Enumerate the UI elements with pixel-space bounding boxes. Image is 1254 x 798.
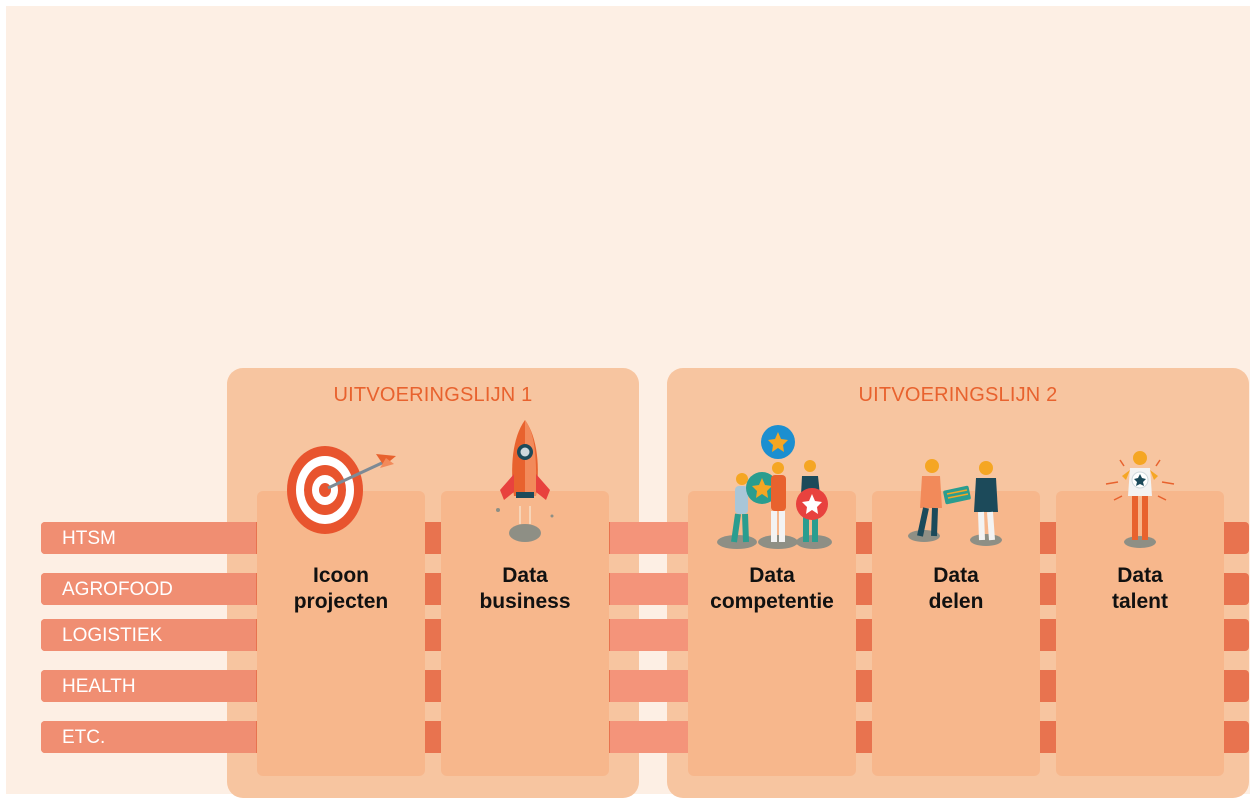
sector-band-gap (610, 619, 689, 651)
card-data-delen: Data delen (872, 491, 1040, 776)
sector-band-label-area (41, 619, 256, 651)
group-title: UITVOERINGSLIJN 1 (333, 384, 533, 406)
card-title-line-1: Data (933, 564, 979, 587)
sector-band-gap (610, 573, 689, 605)
people-stars-icon (717, 425, 832, 549)
card-title-line-2: talent (1111, 590, 1168, 613)
card-title: Data delen (872, 563, 1040, 615)
sector-band-label-area (41, 573, 256, 605)
sector-band-label-area (41, 670, 256, 702)
card-title: Data talent (1056, 563, 1224, 615)
sector-band-label-area (41, 522, 256, 554)
sector-label-etc: ETC. (62, 727, 106, 748)
card-title: Data business (441, 563, 609, 615)
sector-label-logistiek: LOGISTIEK (62, 625, 163, 646)
sector-label-htsm: HTSM (62, 528, 116, 549)
card-title: Icoon projecten (257, 563, 425, 615)
sector-band-gap (610, 522, 689, 554)
group-title: UITVOERINGSLIJN 2 (858, 384, 1058, 406)
card-title-line-1: Data (749, 564, 795, 587)
card-title: Data competentie (688, 563, 856, 615)
card-title-line-2: competentie (710, 590, 834, 613)
handshake-data-icon (908, 459, 1002, 546)
target-icon (287, 446, 396, 534)
sector-label-agrofood: AGROFOOD (62, 579, 173, 600)
card-title-line-1: Data (502, 564, 548, 587)
talent-person-icon (1105, 451, 1175, 548)
card-title-line-1: Icoon (313, 564, 369, 587)
sector-label-health: HEALTH (62, 676, 136, 697)
card-title-line-1: Data (1117, 564, 1163, 587)
rocket-icon (496, 420, 554, 542)
sector-band-gap (610, 721, 689, 753)
card-icoon-projecten: Icoon projecten (257, 491, 425, 776)
sector-band-gap (610, 670, 689, 702)
card-title-line-2: delen (928, 590, 984, 613)
sector-band-label-area (41, 721, 256, 753)
card-title-line-2: projecten (293, 590, 389, 613)
card-title-line-2: business (479, 590, 571, 613)
